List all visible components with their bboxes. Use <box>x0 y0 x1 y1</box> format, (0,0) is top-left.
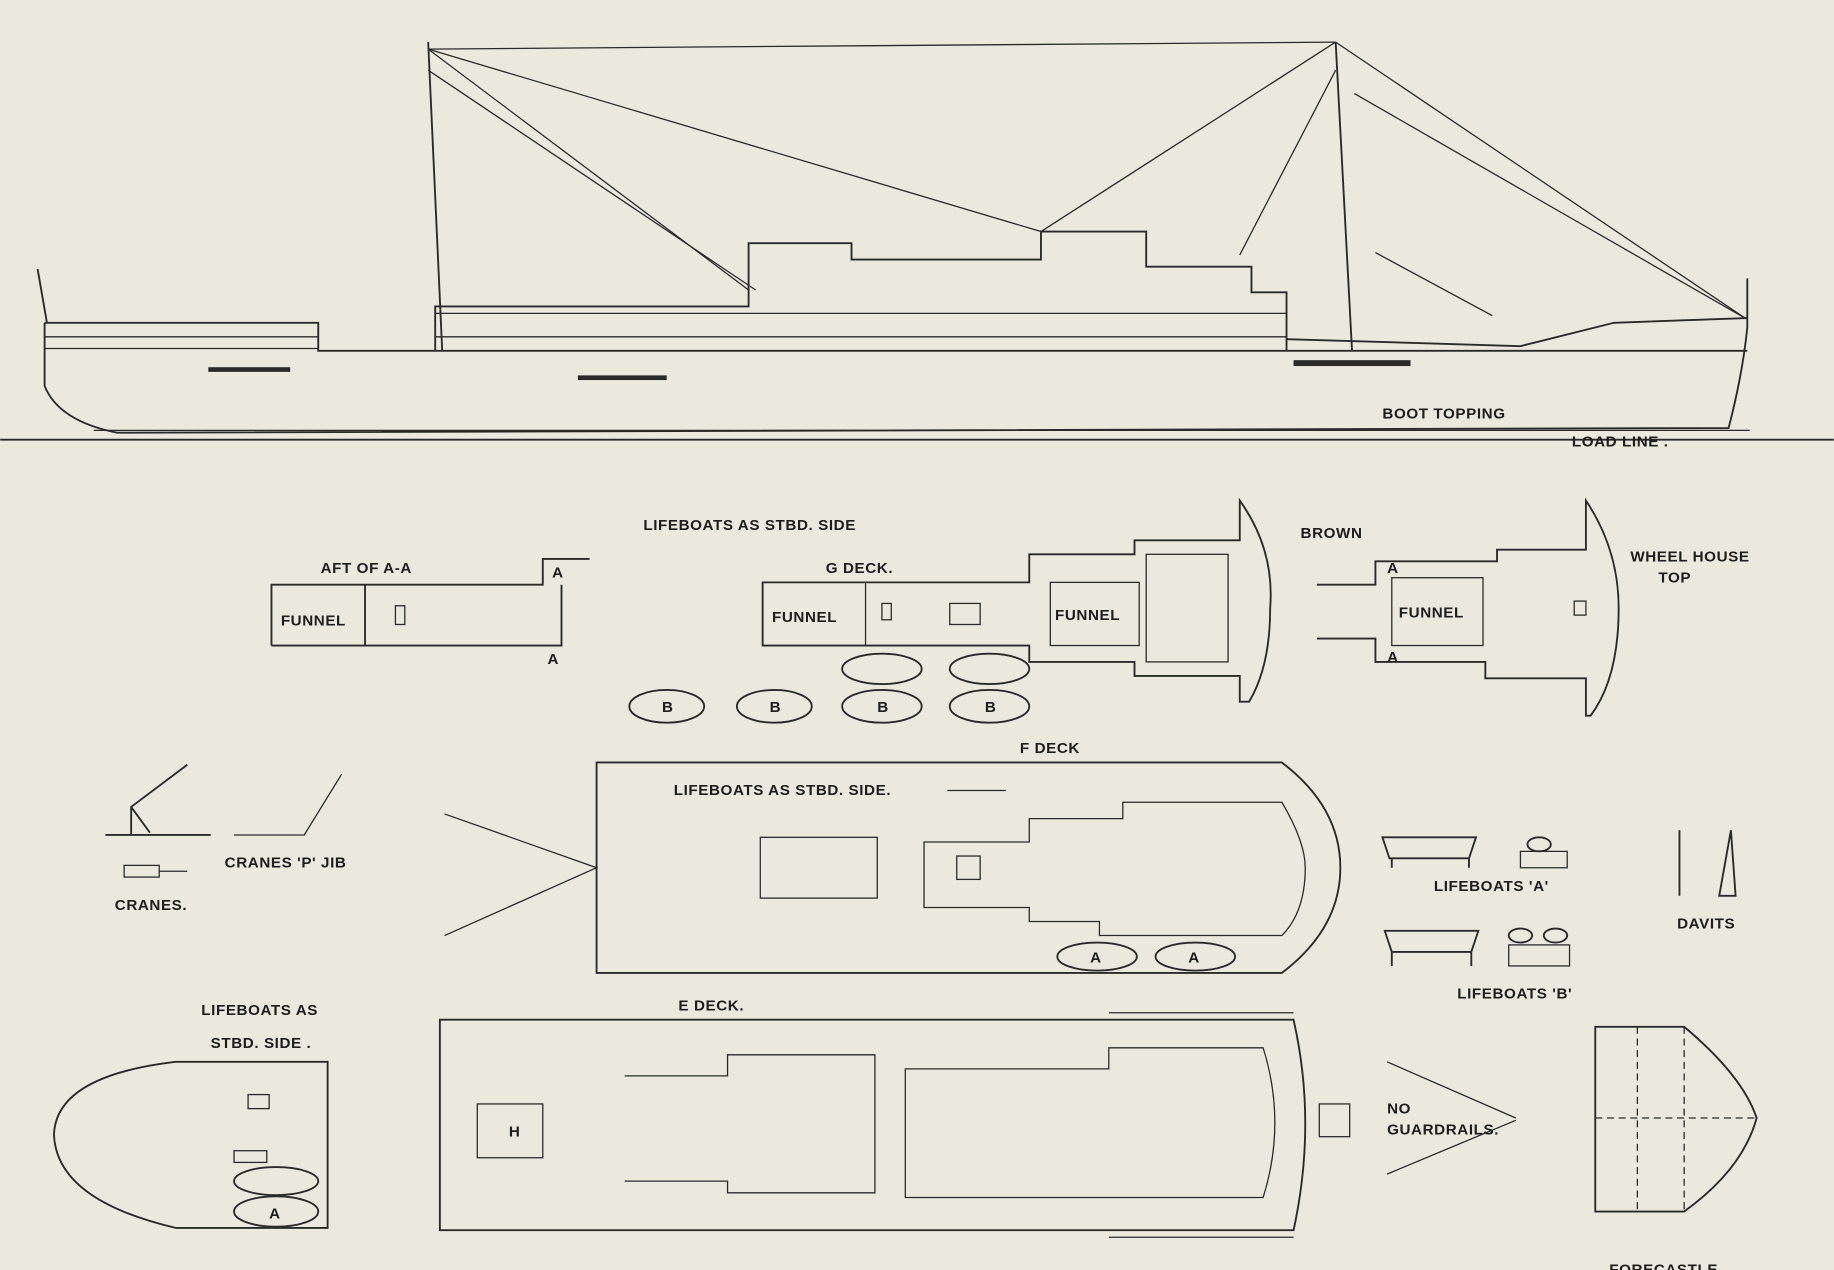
stern-note: LIFEBOATS AS <box>201 1002 318 1019</box>
section-marker: A <box>1387 649 1399 666</box>
hatch-label: H <box>509 1124 521 1141</box>
funnel-label: FUNNEL <box>281 613 346 630</box>
e-deck-title: E DECK. <box>678 997 744 1014</box>
lifeboat-details: LIFEBOATS 'A' LIFEBOATS 'B' DAVITS <box>1381 830 1737 1003</box>
wheelhouse-title: TOP <box>1658 569 1691 586</box>
lifeboats-a-label: LIFEBOATS 'A' <box>1434 878 1549 895</box>
e-deck-plan: E DECK. H NO GUARDRAILS. <box>438 997 1517 1238</box>
boat-label: A <box>269 1206 281 1223</box>
stern-plan: LIFEBOATS AS STBD. SIDE . A <box>53 1002 329 1229</box>
g-deck-note: LIFEBOATS AS STBD. SIDE <box>643 517 856 534</box>
davits-label: DAVITS <box>1677 916 1735 933</box>
cranes-detail: CRANES 'P' JIB CRANES. <box>105 764 347 914</box>
boat-label: B <box>877 699 889 716</box>
cranes-jib-label: CRANES 'P' JIB <box>225 855 347 872</box>
boat-label: B <box>770 699 782 716</box>
wheelhouse-top-plan: FUNNEL A A WHEEL HOUSE TOP <box>1316 497 1749 717</box>
f-deck-title: F DECK <box>1020 740 1080 757</box>
aft-section-plan: AFT OF A-A FUNNEL A A <box>270 558 590 668</box>
wheelhouse-title: WHEEL HOUSE <box>1630 548 1749 565</box>
funnel-label: FUNNEL <box>772 609 837 626</box>
section-marker: A <box>552 565 564 582</box>
boat-label: A <box>1090 949 1102 966</box>
forecastle-title: FORECASTLE <box>1609 1262 1718 1270</box>
stern-note: STBD. SIDE . <box>211 1035 312 1052</box>
no-guardrails-label: NO <box>1387 1100 1411 1117</box>
boot-topping-label: BOOT TOPPING <box>1382 406 1505 423</box>
section-marker: A <box>1387 560 1399 577</box>
funnel-label: FUNNEL <box>1055 607 1120 624</box>
funnel-label: FUNNEL <box>1399 604 1464 621</box>
boat-label: A <box>1188 949 1200 966</box>
lifeboats-b: B B B B <box>628 652 1031 724</box>
no-guardrails-label: GUARDRAILS. <box>1387 1121 1499 1138</box>
boat-label: B <box>985 699 997 716</box>
load-line-label: LOAD LINE . <box>1572 434 1669 451</box>
g-deck-title: G DECK. <box>826 560 893 577</box>
ship-profile: BOOT TOPPING LOAD LINE . <box>0 41 1834 451</box>
forecastle-plan: FORECASTLE <box>1594 1025 1758 1270</box>
f-deck-plan: F DECK LIFEBOATS AS STBD. SIDE. A A <box>444 740 1342 974</box>
aft-section-title: AFT OF A-A <box>321 560 412 577</box>
lifeboats-b-label: LIFEBOATS 'B' <box>1457 986 1572 1003</box>
brown-label: BROWN <box>1301 525 1363 542</box>
g-deck-plan: LIFEBOATS AS STBD. SIDE G DECK. BROWN FU… <box>628 497 1363 724</box>
section-marker: A <box>547 651 559 668</box>
cranes-title: CRANES. <box>115 897 187 914</box>
f-deck-note: LIFEBOATS AS STBD. SIDE. <box>674 782 891 799</box>
boat-label: B <box>662 699 674 716</box>
